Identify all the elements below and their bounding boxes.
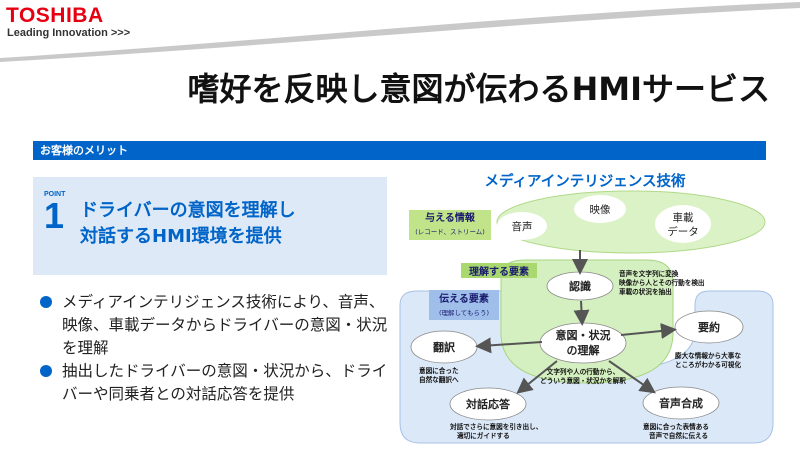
convey-sublabel: (理解してもらう) xyxy=(439,308,489,317)
point-label: POINT xyxy=(44,191,66,198)
node-recognition-label: 認識 xyxy=(569,279,591,293)
section-bar xyxy=(33,141,766,160)
note-dialog-2: 適切にガイドする xyxy=(457,431,510,440)
note-recognition-2: 映像から人とその行動を検出 xyxy=(619,278,705,287)
bullet-item: 抽出したドライバーの意図・状況から、ドライバーや同乗者との対話応答を提供 xyxy=(38,360,388,406)
arrow-recognition-to-intent xyxy=(573,300,590,326)
media-intelligence-diagram: メディアインテリジェンス技術 与える情報 (レコード、ストリーム) 理解する要素… xyxy=(399,172,774,444)
input-sublabel: (レコード、ストリーム) xyxy=(415,228,485,236)
note-synthesis-1: 意図に合った表情ある xyxy=(643,422,709,431)
note-dialog-1: 対話でさらに意図を引き出し、 xyxy=(449,422,542,431)
point-heading: ドライバーの意図を理解し 対話するHMI環境を提供 xyxy=(80,198,296,250)
node-vehicle-data xyxy=(655,205,711,243)
input-label: 与える情報 xyxy=(425,211,476,224)
note-synthesis-2: 音声で自然に伝える xyxy=(649,431,708,440)
note-translation-2: 自然な翻訳へ xyxy=(419,375,459,384)
bullet-dot-icon xyxy=(40,296,52,308)
arrow-intent-to-dialog xyxy=(516,360,558,394)
arrow-intent-to-summary xyxy=(620,323,677,339)
note-recognition-3: 車載の状況を抽出 xyxy=(619,287,672,296)
diagram-heading: メディアインテリジェンス技術 xyxy=(485,172,686,190)
arrow-intent-to-translation xyxy=(475,337,543,354)
node-intent-label-1: 意図・状況 xyxy=(556,328,611,342)
node-dialog-label: 対話応答 xyxy=(465,397,511,411)
understand-label: 理解する要素 xyxy=(469,265,529,278)
node-synthesis-label: 音声合成 xyxy=(659,396,703,410)
bullet-dot-icon xyxy=(40,365,52,377)
node-voice xyxy=(497,212,547,240)
node-translation-label: 翻訳 xyxy=(433,340,456,354)
node-summary-label: 要約 xyxy=(698,320,720,334)
node-video xyxy=(574,195,626,223)
point-heading-line2: 対話するHMI環境を提供 xyxy=(80,226,282,247)
convey-label-box xyxy=(429,290,499,320)
node-dialog xyxy=(449,387,527,421)
company-logo: TOSHIBA xyxy=(6,4,104,27)
node-video-label: 映像 xyxy=(590,204,611,216)
bullet-item: メディアインテリジェンス技術により、音声、映像、車載データからドライバーの意図・… xyxy=(38,291,388,360)
company-tagline: Leading Innovation >>> xyxy=(7,27,131,39)
node-intent-label-2: の理解 xyxy=(567,343,600,357)
header-swoosh xyxy=(0,0,800,62)
section-label: お客様のメリット xyxy=(40,144,128,157)
note-intent-2: どういう意図・状況かを解釈 xyxy=(540,376,626,385)
bullet-list: メディアインテリジェンス技術により、音声、映像、車載データからドライバーの意図・… xyxy=(38,291,388,406)
note-intent-1: 文字列や人の行動から、 xyxy=(547,367,620,376)
note-summary-1: 膨大な情報から大事な xyxy=(674,351,741,360)
node-vehicle-label-1: 車載 xyxy=(673,211,694,224)
point-number: 1 xyxy=(44,195,65,236)
point-box xyxy=(33,177,387,275)
understand-label-box xyxy=(461,263,537,278)
point-heading-line1: ドライバーの意図を理解し xyxy=(80,200,296,221)
note-recognition-1: 音声を文字列に変換 xyxy=(619,269,679,278)
note-summary-2: ところがわかる可視化 xyxy=(675,360,741,369)
node-synthesis xyxy=(642,386,720,420)
convey-label: 伝える要素 xyxy=(439,292,489,305)
input-label-box xyxy=(409,210,491,240)
node-voice-label: 音声 xyxy=(512,220,533,233)
node-vehicle-label-2: データ xyxy=(667,225,699,238)
page-title: 嗜好を反映し意図が伝わるHMIサービス xyxy=(187,70,770,108)
arrow-intent-to-synthesis xyxy=(608,360,656,394)
note-translation-1: 意図に合った xyxy=(419,366,459,375)
